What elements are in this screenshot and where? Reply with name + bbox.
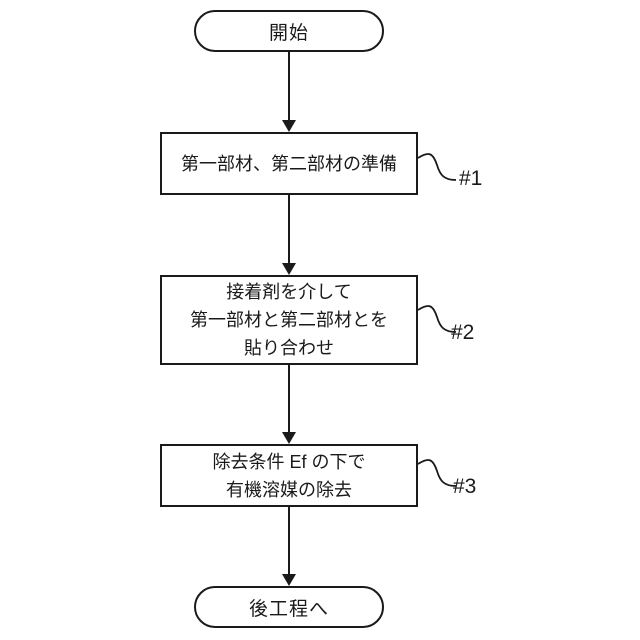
- arrowhead-icon: [282, 263, 296, 275]
- step-text-line: 接着剤を介して: [226, 282, 352, 302]
- arrowhead-icon: [282, 574, 296, 586]
- step-text-line: 第一部材と第二部材とを: [190, 310, 388, 330]
- step-text-line: 有機溶媒の除去: [226, 479, 352, 500]
- arrow-shaft: [288, 195, 290, 264]
- start-label: 開始: [268, 22, 309, 44]
- step-text-line: 除去条件 Ef の下で: [212, 451, 366, 472]
- arrowhead-icon: [282, 120, 296, 132]
- process-step-3: 除去条件 Ef の下で 有機溶媒の除去: [160, 444, 418, 507]
- start-terminator: 開始: [194, 10, 384, 52]
- arrowhead-icon: [282, 432, 296, 444]
- arrow-start-to-step1: [282, 52, 296, 132]
- reference-connector-1: [417, 153, 457, 181]
- arrow-shaft: [288, 507, 290, 575]
- arrow-shaft: [288, 365, 290, 433]
- step-text-line: 貼り合わせ: [244, 338, 334, 358]
- reference-label-3: #3: [453, 475, 477, 498]
- end-label: 後工程へ: [248, 598, 329, 620]
- reference-connector-3: [417, 459, 457, 487]
- reference-label-1: #1: [459, 167, 483, 190]
- step-text-line: 第一部材、第二部材の準備: [181, 153, 397, 174]
- process-step-1: 第一部材、第二部材の準備: [160, 132, 418, 195]
- process-step-2: 接着剤を介して 第一部材と第二部材とを 貼り合わせ: [160, 275, 418, 365]
- reference-connector-2: [417, 305, 457, 333]
- arrow-step3-to-end: [282, 507, 296, 586]
- arrow-shaft: [288, 52, 290, 121]
- end-terminator: 後工程へ: [194, 586, 384, 628]
- arrow-step2-to-step3: [282, 365, 296, 444]
- arrow-step1-to-step2: [282, 195, 296, 275]
- reference-label-2: #2: [451, 321, 475, 344]
